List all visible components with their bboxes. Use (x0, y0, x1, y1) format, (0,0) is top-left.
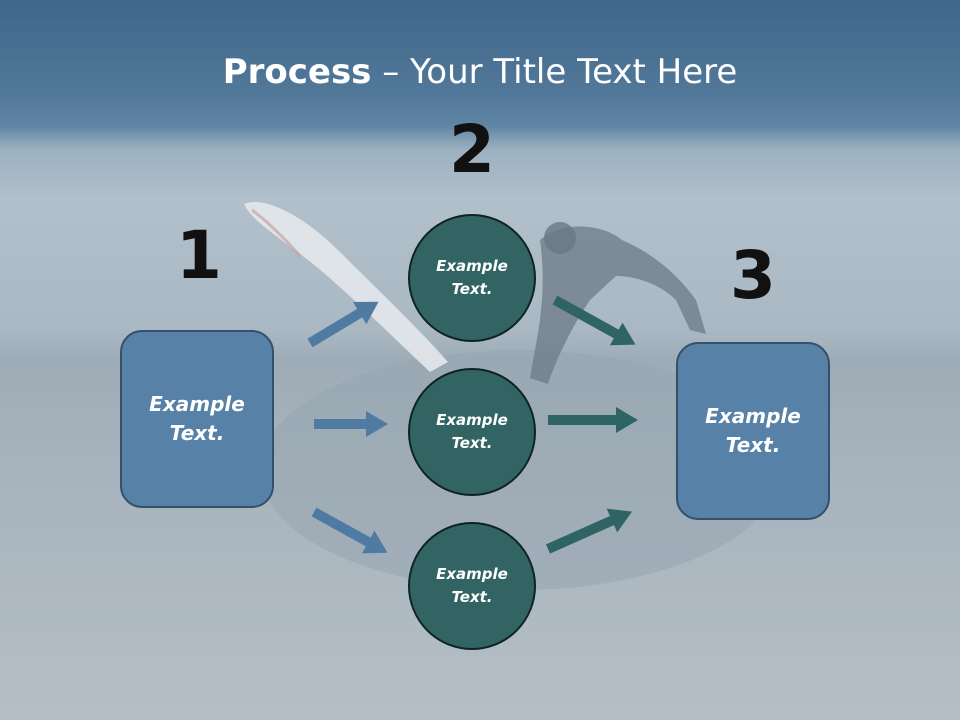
arrows-from-left-box (307, 301, 388, 554)
slide-title: Process – Your Title Text Here (0, 52, 960, 92)
arrows-to-right-box (545, 295, 638, 554)
end-box: Example Text. (676, 342, 830, 520)
step-number-1: 1 (176, 217, 222, 294)
circle-bottom: Example Text. (408, 522, 536, 650)
arrow-middle-to-right (548, 407, 638, 433)
step-number-3: 3 (730, 237, 776, 314)
title-rest: – Your Title Text Here (371, 52, 738, 92)
start-box: Example Text. (120, 330, 274, 508)
title-bold: Process (222, 52, 372, 92)
arrow-left-to-top (307, 301, 379, 348)
circle-middle: Example Text. (408, 368, 536, 496)
step-number-2: 2 (449, 111, 495, 188)
arrow-bottom-to-right (545, 508, 633, 554)
arrow-left-to-middle (314, 411, 388, 437)
arrow-top-to-right (552, 295, 636, 346)
arrow-left-to-bottom (311, 507, 388, 554)
circle-top: Example Text. (408, 214, 536, 342)
